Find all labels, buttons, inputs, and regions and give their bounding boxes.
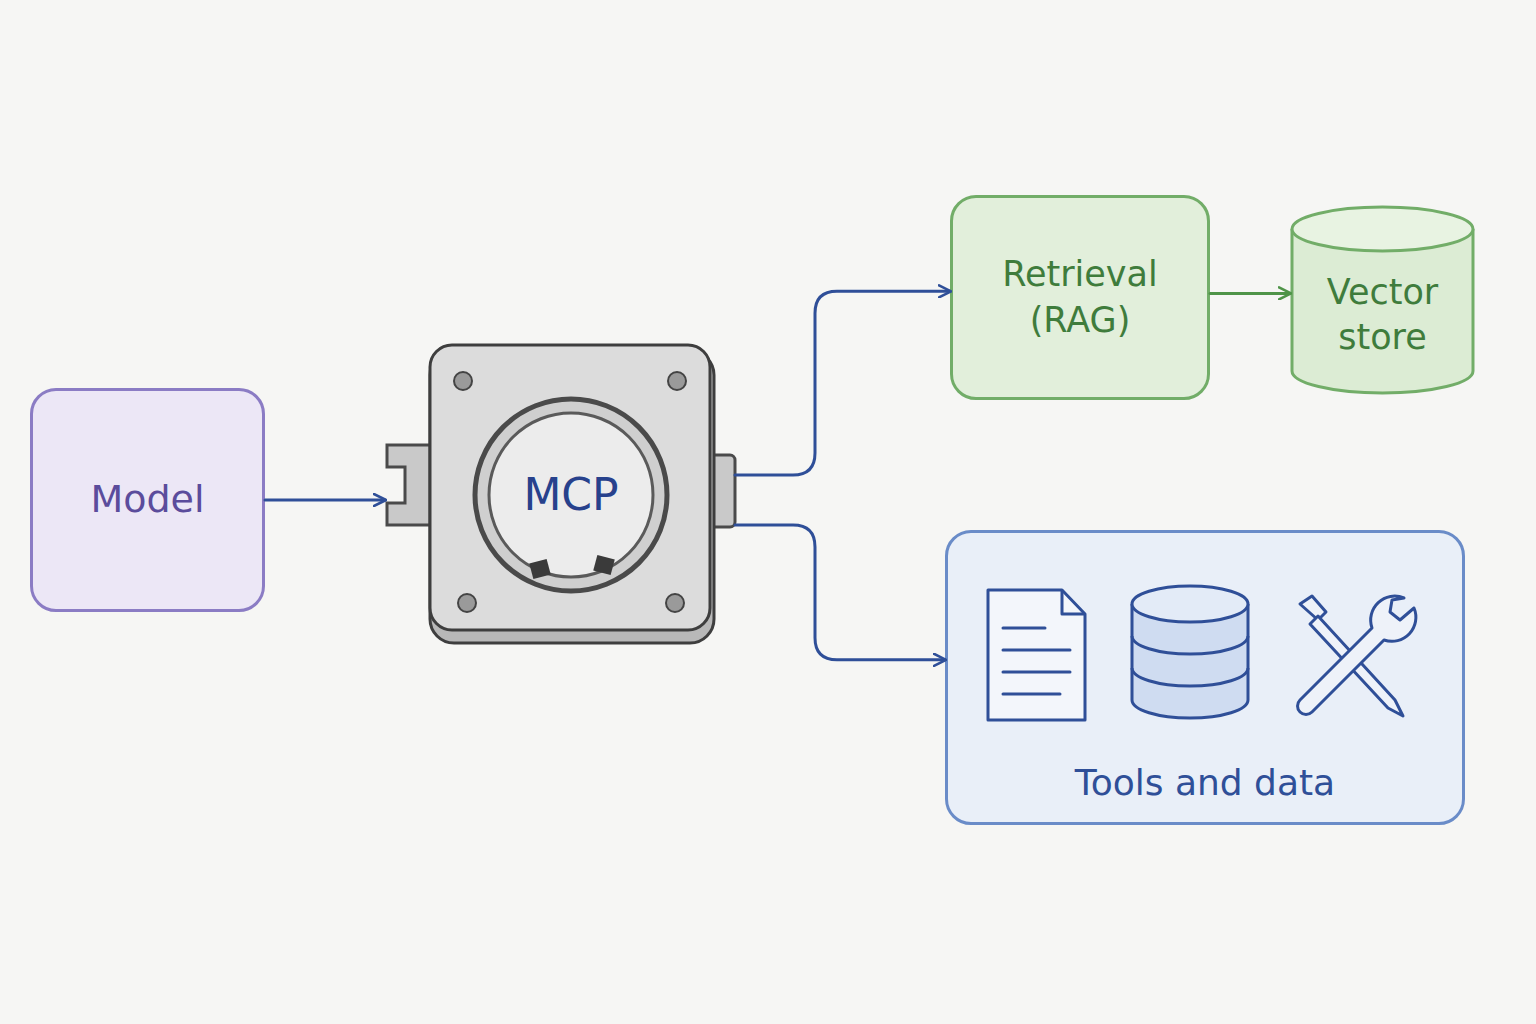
database-icon [1132,586,1248,718]
arrow-connector [1210,292,1290,295]
node-label: Tools and data [948,748,1462,818]
vector-store-cylinder: Vector store [1290,205,1475,395]
tools-data-box: Tools and data [945,530,1465,825]
node-label: Retrieval (RAG) [953,198,1207,397]
retrieval-box: Retrieval (RAG) [950,195,1210,400]
node-label: Model [33,391,262,609]
node-label: Vector store [1290,255,1475,375]
document-icon [988,590,1085,720]
arrow-connector [265,499,385,502]
arrow-connector [735,525,945,660]
arrow-connector [735,291,950,475]
mcp-connector: MCP [385,345,735,645]
model-box: Model [30,388,265,612]
tools-icon [1298,596,1416,716]
node-label: MCP [481,455,661,535]
